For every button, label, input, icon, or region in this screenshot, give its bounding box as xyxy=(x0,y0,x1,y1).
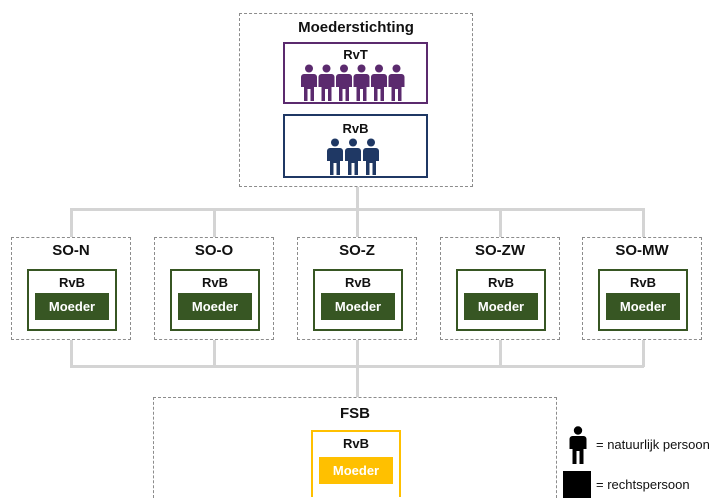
person-icon xyxy=(371,64,387,101)
person-icon xyxy=(318,64,335,101)
unit-board-box: RvB Moeder xyxy=(456,269,546,331)
unit-title: SO-ZW xyxy=(475,242,525,259)
person-icon xyxy=(388,64,405,101)
moederstichting-title: Moederstichting xyxy=(298,19,414,36)
unit-box-so-n: SO-N RvB Moeder xyxy=(11,237,131,340)
moeder-entity: Moeder xyxy=(606,293,680,320)
rvt-label: RvT xyxy=(343,47,368,62)
unit-title: SO-O xyxy=(194,242,234,259)
person-icon xyxy=(336,64,352,101)
unit-board-box: RvB Moeder xyxy=(313,269,403,331)
unit-board-label: RvB xyxy=(487,275,514,290)
moeder-entity: Moeder xyxy=(321,293,395,320)
unit-box-so-mw: SO-MW RvB Moeder xyxy=(582,237,702,340)
rvb-people-group xyxy=(327,138,379,175)
connector-drop-3 xyxy=(356,208,359,237)
unit-board-box: RvB Moeder xyxy=(170,269,260,331)
fsb-title: FSB xyxy=(340,405,370,422)
legend-natural-person: = natuurlijk persoon xyxy=(596,437,710,452)
fsb-box: FSB RvB Moeder xyxy=(153,397,557,498)
rvt-box: RvT xyxy=(283,42,428,104)
connector-rise-3 xyxy=(356,340,359,367)
connector-rise-2 xyxy=(213,340,216,367)
unit-board-label: RvB xyxy=(201,275,228,290)
fsb-board-label: RvB xyxy=(342,436,369,451)
unit-box-so-zw: SO-ZW RvB Moeder xyxy=(440,237,560,340)
moeder-entity: Moeder xyxy=(35,293,109,320)
connector-bottom-vertical xyxy=(356,365,359,397)
legal-person-square-icon xyxy=(563,471,591,498)
unit-board-label: RvB xyxy=(344,275,371,290)
moeder-entity: Moeder xyxy=(319,457,393,484)
connector-rise-5 xyxy=(642,340,645,367)
connector-rise-1 xyxy=(70,340,73,367)
unit-board-box: RvB Moeder xyxy=(598,269,688,331)
moeder-entity: Moeder xyxy=(178,293,252,320)
rvt-people-group xyxy=(301,64,405,101)
person-icon xyxy=(569,426,587,464)
connector-drop-1 xyxy=(70,208,73,237)
connector-drop-5 xyxy=(642,208,645,237)
person-icon xyxy=(345,138,361,175)
unit-title: SO-Z xyxy=(339,242,375,259)
connector-drop-4 xyxy=(499,208,502,237)
person-icon xyxy=(363,138,379,175)
connector-drop-2 xyxy=(213,208,216,237)
unit-board-label: RvB xyxy=(629,275,656,290)
moeder-entity: Moeder xyxy=(464,293,538,320)
rvb-top-label: RvB xyxy=(342,121,369,136)
person-icon xyxy=(327,138,343,175)
connector-top-vertical xyxy=(356,187,359,209)
rvb-top-box: RvB xyxy=(283,114,428,178)
fsb-board-box: RvB Moeder xyxy=(311,430,401,497)
moederstichting-box: Moederstichting RvT RvB xyxy=(239,13,473,187)
unit-board-label: RvB xyxy=(58,275,85,290)
unit-title: SO-N xyxy=(52,242,90,259)
person-icon xyxy=(301,64,317,101)
person-icon xyxy=(353,64,370,101)
unit-box-so-z: SO-Z RvB Moeder xyxy=(297,237,417,340)
connector-rise-4 xyxy=(499,340,502,367)
legend-legal-person: = rechtspersoon xyxy=(596,477,690,492)
unit-box-so-o: SO-O RvB Moeder xyxy=(154,237,274,340)
unit-title: SO-MW xyxy=(615,242,669,259)
unit-board-box: RvB Moeder xyxy=(27,269,117,331)
